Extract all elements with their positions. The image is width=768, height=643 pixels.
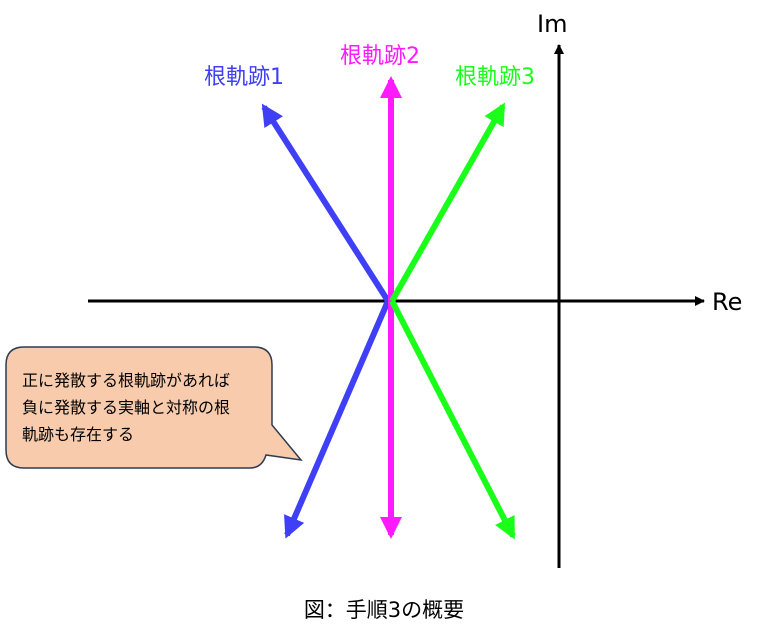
root-locus-1-label: 根軌跡1 xyxy=(204,65,284,90)
root-locus-1-upper xyxy=(261,103,391,303)
root-locus-2-label: 根軌跡2 xyxy=(340,44,420,69)
root-locus-3-label: 根軌跡3 xyxy=(455,65,535,90)
callout-bubble xyxy=(5,346,303,469)
real-axis-label: Re xyxy=(712,288,742,316)
imag-axis-label: Im xyxy=(537,10,567,38)
callout-line-2: 負に発散する実軸と対称の根 xyxy=(22,398,230,417)
root-locus-1-lower xyxy=(284,299,391,539)
figure-caption: 図：手順3の概要 xyxy=(304,598,464,622)
callout-line-3: 軌跡も存在する xyxy=(22,425,134,444)
root-locus-3-lower xyxy=(389,299,516,540)
root-locus-3-upper xyxy=(389,102,506,303)
callout-line-1: 正に発散する根軌跡があれば xyxy=(22,371,230,390)
